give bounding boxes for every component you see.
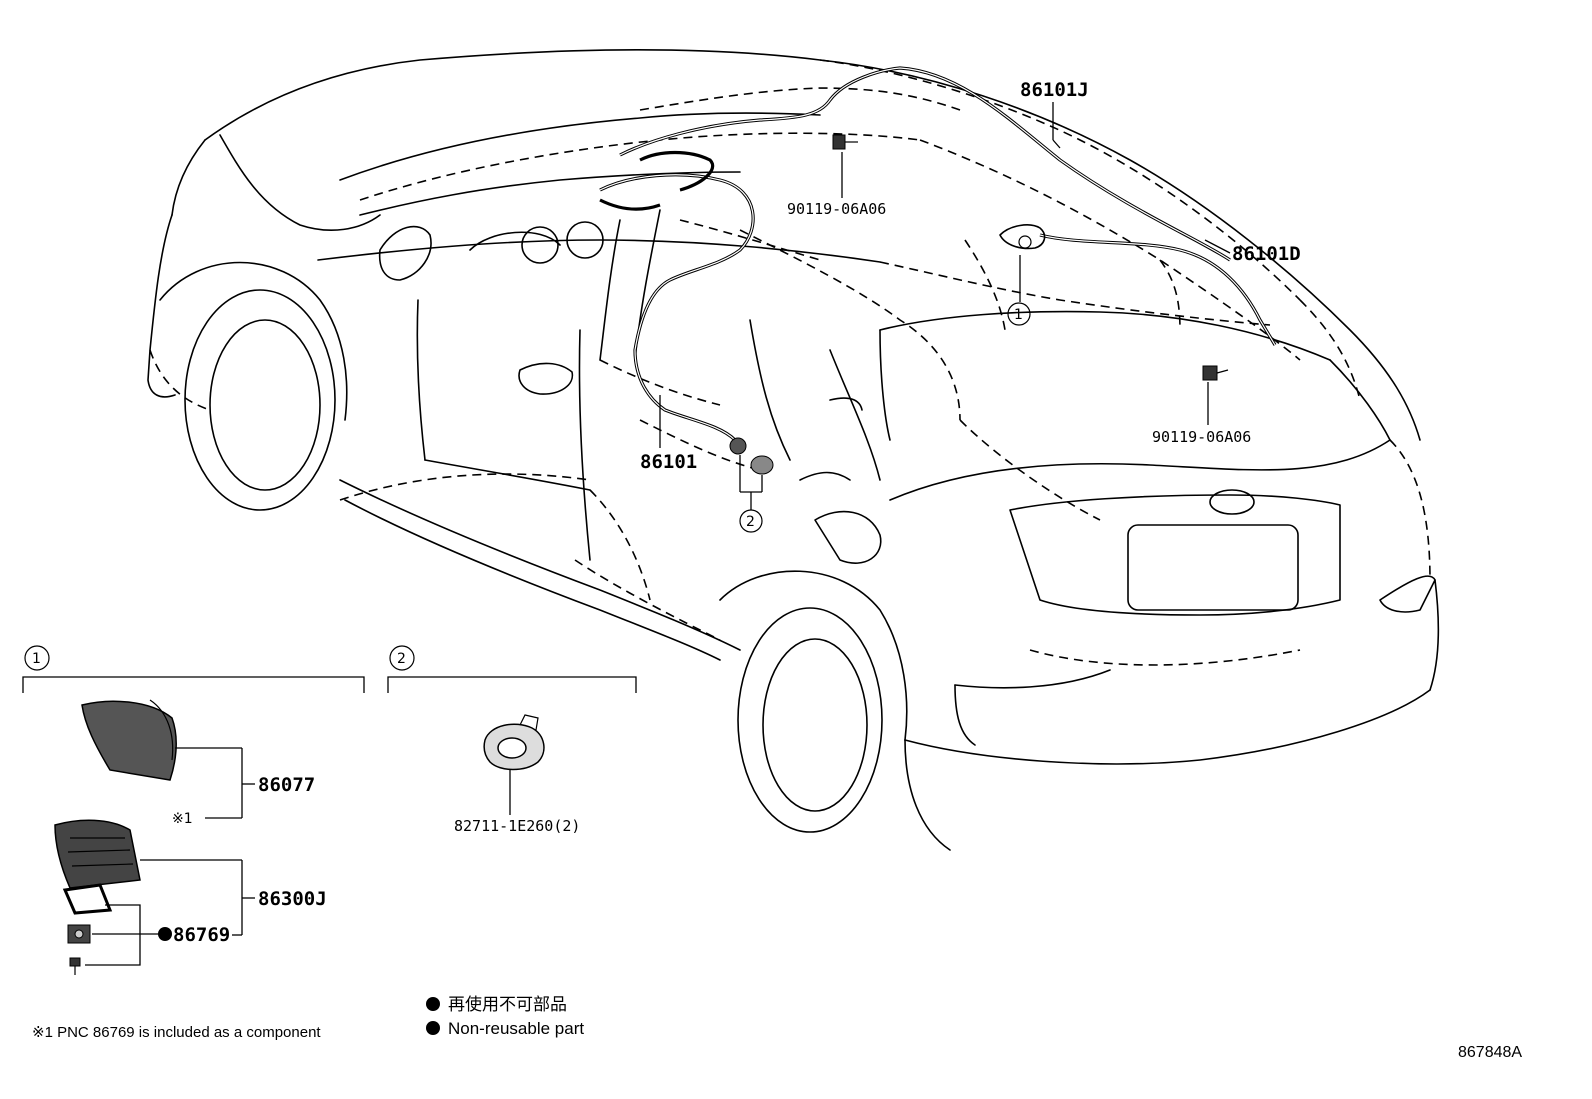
clamp-on-vehicle-icon — [729, 437, 774, 475]
label-gasket: 86769 — [173, 924, 230, 946]
callout-1-on-vehicle: 1 — [1007, 302, 1031, 326]
nut-icon — [67, 924, 91, 944]
figure-code: 867848A — [1458, 1044, 1522, 1061]
detail-2-number: 2 — [397, 651, 406, 667]
legend-jp: 再使用不可部品 — [448, 994, 567, 1014]
legend-dot-icon — [426, 997, 440, 1011]
label-clamp: 82711-1E260(2) — [454, 817, 580, 835]
wire-harness — [599, 66, 1277, 442]
gasket-icon — [62, 883, 113, 915]
leader-lines — [659, 102, 1231, 510]
footnote: ※1 PNC 86769 is included as a component — [32, 1024, 321, 1041]
legend: 再使用不可部品 Non-reusable part — [426, 994, 584, 1038]
label-antenna-assy: 86300J — [258, 888, 327, 910]
callout-2-number: 2 — [746, 514, 755, 530]
label-harness-main: 86101 — [640, 451, 697, 473]
callout-1-number: 1 — [1014, 307, 1023, 323]
mark-ref-1: ※1 — [172, 811, 193, 827]
detail-1-number: 1 — [32, 651, 41, 667]
label-harness-rear: 86101D — [1232, 243, 1301, 265]
label-harness-roof-right: 86101J — [1020, 79, 1089, 101]
non-reusable-dot-icon — [158, 927, 172, 941]
clamp-icon — [483, 714, 545, 771]
legend-dot-icon-2 — [426, 1021, 440, 1035]
roof-antenna — [999, 224, 1046, 250]
detail-2-group: 2 82711-1E260(2) — [387, 645, 637, 835]
hidden-lines — [149, 59, 1431, 666]
vehicle-outline — [147, 49, 1440, 851]
bolt-upper-icon — [832, 134, 858, 150]
bolt-rear-icon — [1202, 365, 1229, 381]
label-bolt-rear: 90119-06A06 — [1152, 428, 1251, 446]
screw-icon — [69, 957, 81, 975]
antenna-assembly-icon — [54, 819, 141, 889]
antenna-cover-icon — [81, 700, 177, 781]
legend-en: Non-reusable part — [448, 1019, 584, 1038]
label-antenna-cover: 86077 — [258, 774, 315, 796]
callout-2-on-vehicle: 2 — [739, 509, 763, 533]
label-bolt-upper: 90119-06A06 — [787, 200, 886, 218]
detail-1-group: 1 86077 ※1 86300J — [22, 645, 365, 975]
